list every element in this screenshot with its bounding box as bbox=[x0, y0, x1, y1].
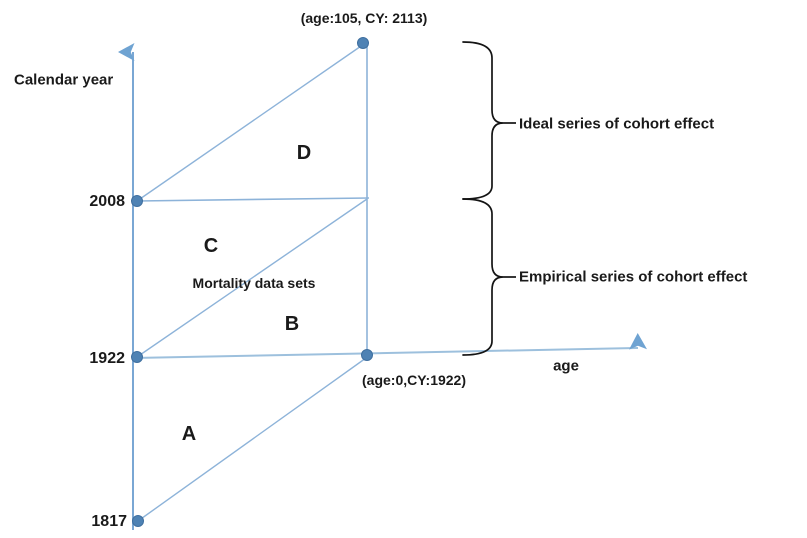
year-2008-horizontal-line bbox=[136, 197, 370, 202]
region-label-d: D bbox=[296, 142, 312, 164]
cohort-line-lower bbox=[137, 357, 367, 522]
point-marker-cy1922 bbox=[131, 351, 143, 363]
region-label-a: A bbox=[181, 423, 197, 445]
brace-label-ideal: Ideal series of cohort effect bbox=[519, 115, 715, 133]
point-marker-cy2008 bbox=[131, 195, 143, 207]
point-marker-age0-cy1922 bbox=[361, 349, 373, 361]
region-label-b: B bbox=[284, 313, 300, 335]
point-marker-age105-cy2113 bbox=[357, 37, 369, 49]
y-tick-2008: 2008 bbox=[89, 193, 125, 210]
y-tick-1922: 1922 bbox=[89, 350, 125, 367]
brace-ideal-series bbox=[462, 41, 504, 200]
x-axis-line bbox=[132, 333, 648, 359]
x-axis-title: age bbox=[553, 357, 579, 375]
point-label-age105-cy2113: (age:105, CY: 2113) bbox=[300, 10, 428, 26]
y-axis-title: Calendar year bbox=[14, 71, 114, 89]
region-label-c: C bbox=[203, 235, 219, 257]
cohort-line-middle bbox=[136, 198, 368, 358]
mortality-data-sets-note: Mortality data sets bbox=[192, 275, 316, 291]
brace-empirical-series bbox=[462, 198, 504, 356]
y-tick-1817: 1817 bbox=[91, 513, 127, 530]
cohort-line-ideal-upper bbox=[136, 43, 365, 202]
brace-label-empirical: Empirical series of cohort effect bbox=[519, 268, 748, 286]
point-marker-cy1817 bbox=[132, 515, 144, 527]
point-label-age0-cy1922: (age:0,CY:1922) bbox=[362, 372, 467, 388]
